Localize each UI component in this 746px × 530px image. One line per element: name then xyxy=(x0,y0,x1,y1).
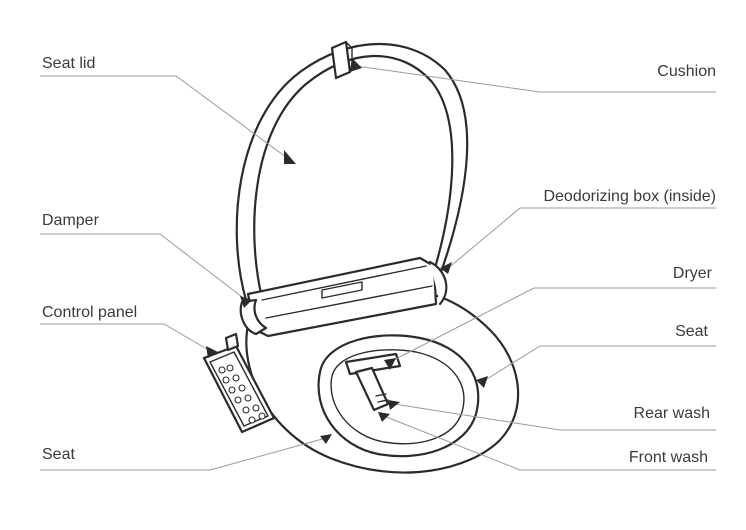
leader-damper xyxy=(40,233,247,301)
label-seat-left: Seat xyxy=(42,446,75,463)
control-panel xyxy=(202,332,276,434)
leader-lines xyxy=(40,65,716,471)
arrow-control-panel xyxy=(206,346,218,358)
label-control-panel: Control panel xyxy=(42,304,137,321)
leader-control-panel xyxy=(40,323,213,353)
leader-deodorizing xyxy=(445,207,716,271)
rear-housing xyxy=(246,256,448,338)
leader-rear-wash xyxy=(393,403,716,431)
arrow-seat-left xyxy=(320,434,332,444)
damper xyxy=(239,298,268,336)
arrow-rear-wash xyxy=(388,400,400,410)
arrowheads xyxy=(206,58,488,444)
seat-lid xyxy=(235,42,469,302)
arrow-dryer xyxy=(384,358,396,370)
label-deodorizing-box: Deodorizing box (inside) xyxy=(543,188,716,205)
label-seat-right: Seat xyxy=(675,323,708,340)
label-front-wash: Front wash xyxy=(629,449,708,466)
label-rear-wash: Rear wash xyxy=(634,405,710,422)
arrow-front-wash xyxy=(378,412,390,422)
label-cushion: Cushion xyxy=(657,63,716,80)
leader-seat-left xyxy=(40,437,327,471)
leader-dryer xyxy=(389,287,716,363)
label-dryer: Dryer xyxy=(673,265,713,282)
arrow-seat-right xyxy=(476,376,488,388)
leader-seat-lid xyxy=(40,75,291,161)
leader-cushion xyxy=(355,65,716,93)
leader-front-wash xyxy=(383,415,716,471)
arrow-damper xyxy=(240,296,252,308)
arrow-deodorizing xyxy=(440,262,452,274)
leader-seat-right xyxy=(481,345,716,383)
labels: Seat lid Cushion Deodorizing box (inside… xyxy=(42,55,716,466)
nozzle-wand xyxy=(344,352,402,412)
arrow-seat-lid xyxy=(284,150,296,164)
label-seat-lid: Seat lid xyxy=(42,55,95,72)
label-damper: Damper xyxy=(42,212,100,229)
arrow-cushion xyxy=(350,58,362,72)
